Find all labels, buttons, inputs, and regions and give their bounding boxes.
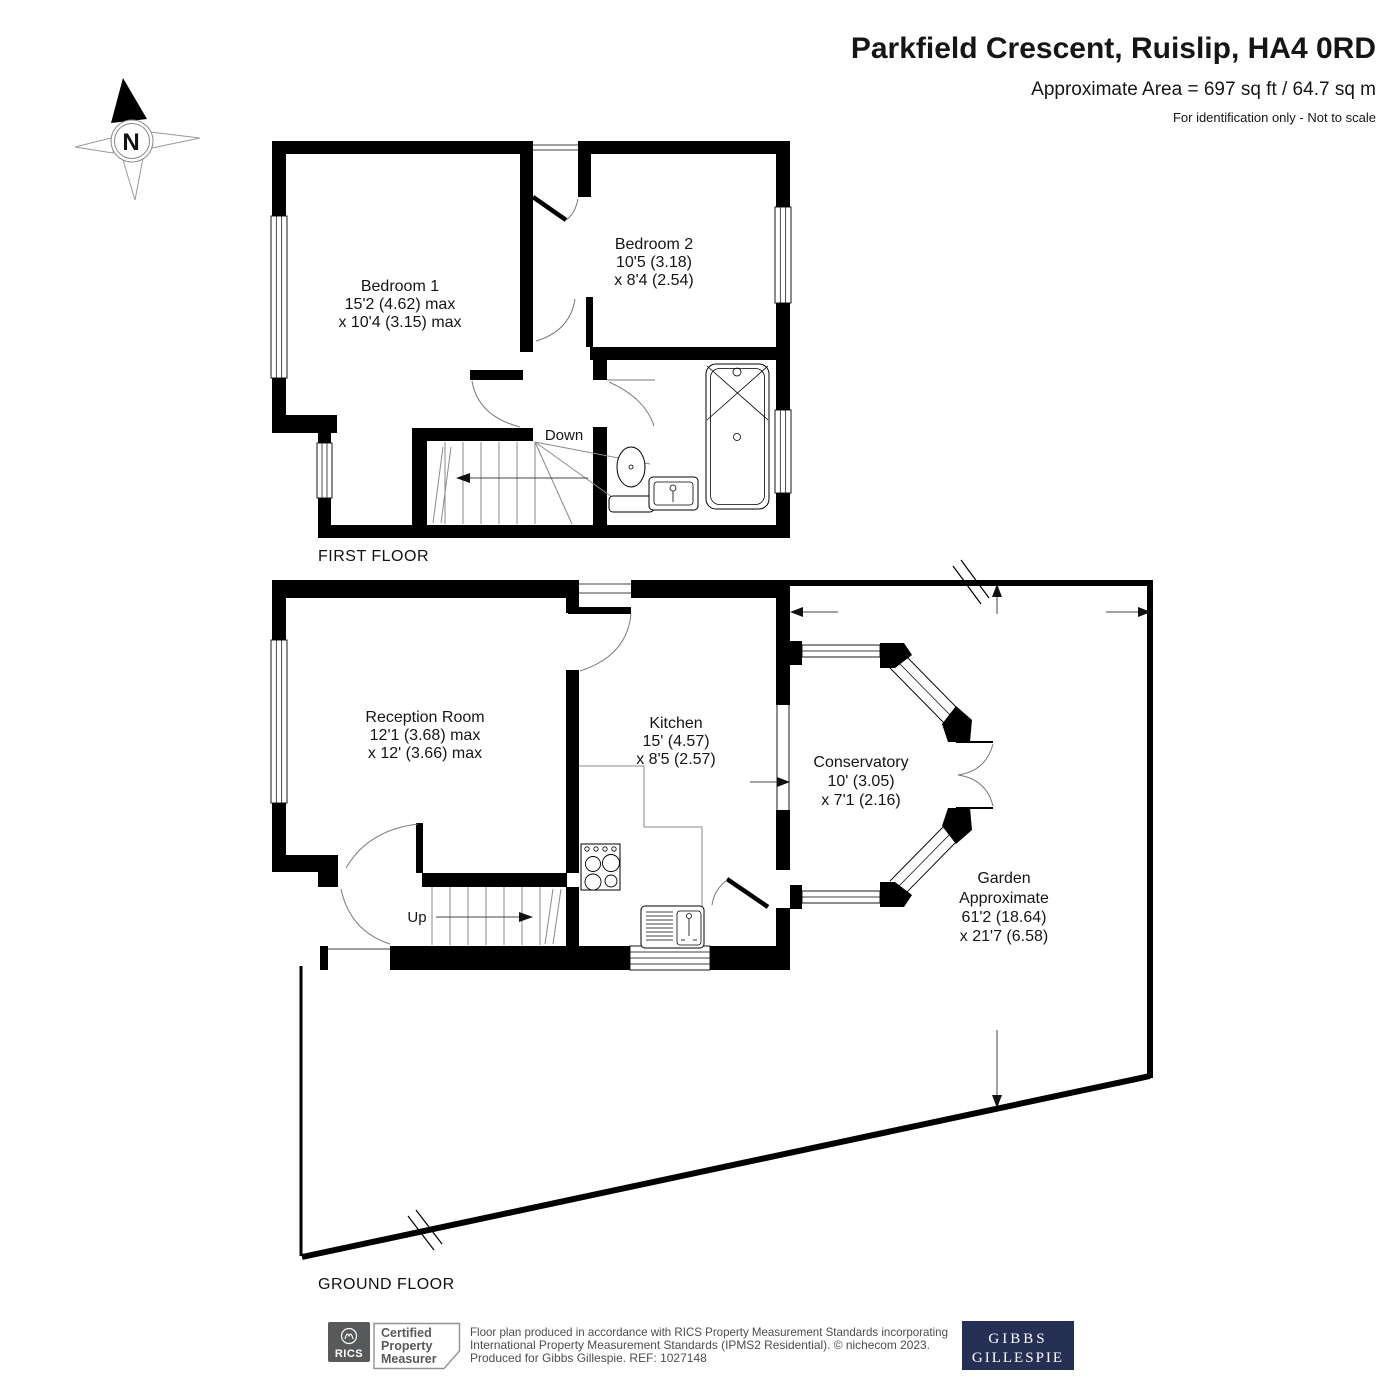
first-floor-walls [272, 141, 790, 538]
ground-floor-caption: GROUND FLOOR [318, 1276, 455, 1293]
footer: RICS Certified Property Measurer Floor p… [328, 1321, 1074, 1370]
first-floor-windows [270, 141, 792, 499]
reception-name: Reception Room [365, 709, 484, 726]
garden-dim1: 61'2 (18.64) [962, 909, 1047, 926]
rics-title-line1: Certified [381, 1326, 432, 1340]
kitchen-name: Kitchen [649, 715, 702, 732]
rics-title-line2: Property [381, 1339, 432, 1353]
bedroom1-dim2: x 10'4 (3.15) max [338, 314, 461, 331]
bedroom1-name: Bedroom 1 [361, 278, 439, 295]
bedroom1-dim1: 15'2 (4.62) max [345, 296, 456, 313]
first-floor-caption: FIRST FLOOR [318, 548, 429, 565]
rics-badge: RICS Certified Property Measurer [328, 1322, 461, 1370]
first-floor-stairs [432, 441, 651, 525]
bedroom2-dim2: x 8'4 (2.54) [614, 272, 694, 289]
conservatory-dim2: x 7'1 (2.16) [821, 792, 901, 809]
ground-floor-walls [272, 580, 790, 970]
stairs-down-label: Down [545, 427, 583, 444]
garden-boundary [299, 559, 1153, 1260]
garden-dim2: x 21'7 (6.58) [960, 928, 1048, 945]
header: Parkfield Crescent, Ruislip, HA4 0RD App… [851, 32, 1376, 125]
conservatory-dim1: 10' (3.05) [827, 773, 894, 790]
garden-name: Garden [977, 870, 1030, 887]
gibbs-gillespie-logo: GIBBS GILLESPIE [962, 1321, 1074, 1370]
bedroom2-dim1: 10'5 (3.18) [616, 254, 692, 271]
disclaimer-line1: Floor plan produced in accordance with R… [470, 1325, 948, 1339]
footer-disclaimer: Floor plan produced in accordance with R… [470, 1325, 948, 1365]
disclaimer-line2: International Property Measurement Stand… [470, 1338, 930, 1352]
conservatory-name: Conservatory [813, 754, 908, 771]
ground-floor-plan: Reception Room 12'1 (3.68) max x 12' (3.… [270, 559, 1153, 1293]
rics-title-line3: Measurer [381, 1352, 437, 1366]
first-floor-plan: Bedroom 1 15'2 (4.62) max x 10'4 (3.15) … [270, 141, 792, 565]
rics-brand: RICS [335, 1348, 363, 1360]
first-floor-doors [471, 195, 655, 428]
conservatory-structure [750, 641, 994, 909]
ground-floor-doors [340, 613, 770, 945]
logo-line1: GIBBS [988, 1331, 1047, 1347]
reception-dim2: x 12' (3.66) max [368, 745, 482, 762]
disclaimer-line3: Produced for Gibbs Gillespie. REF: 10271… [470, 1351, 707, 1365]
rics-lion-icon [340, 1327, 358, 1345]
ground-floor-stairs [431, 887, 562, 945]
first-floor-labels: Bedroom 1 15'2 (4.62) max x 10'4 (3.15) … [318, 236, 694, 565]
bedroom2-name: Bedroom 2 [615, 236, 693, 253]
kitchen-dim1: 15' (4.57) [642, 733, 709, 750]
compass-north-icon: N [74, 78, 201, 201]
toilet-icon [608, 446, 655, 513]
reception-dim1: 12'1 (3.68) max [370, 727, 481, 744]
page-title: Parkfield Crescent, Ruislip, HA4 0RD [851, 32, 1376, 65]
bath-icon [705, 363, 770, 510]
basin-icon [648, 476, 699, 511]
kitchen-fittings [579, 765, 705, 949]
approximate-area: Approximate Area = 697 sq ft / 64.7 sq m [1031, 79, 1376, 100]
kitchen-sink-icon [640, 905, 705, 949]
garden-qualifier: Approximate [959, 890, 1049, 907]
ground-floor-labels: Reception Room 12'1 (3.68) max x 12' (3.… [318, 709, 1049, 1293]
ground-floor-openings [270, 580, 790, 971]
scale-note: For identification only - Not to scale [1173, 110, 1376, 125]
compass-n-label: N [122, 129, 139, 156]
logo-line2: GILLESPIE [972, 1350, 1064, 1366]
stairs-up-label: Up [407, 909, 426, 926]
hob-icon [580, 843, 621, 891]
kitchen-dim2: x 8'5 (2.57) [636, 751, 716, 768]
